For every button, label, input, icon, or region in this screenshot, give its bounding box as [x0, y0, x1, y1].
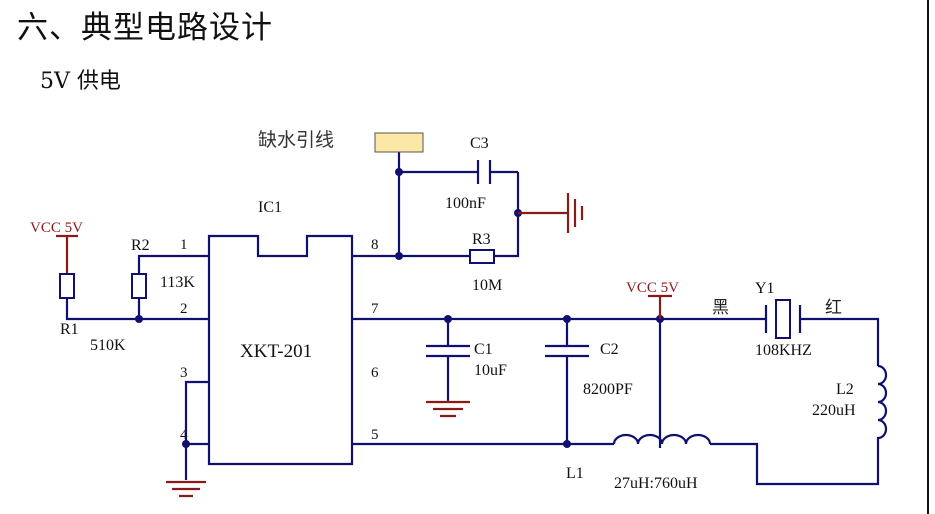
c2-capacitor [545, 319, 589, 444]
y1-crystal-body [775, 299, 791, 339]
slide-title: 六、典型电路设计 [17, 10, 273, 46]
l2-label: L2 [836, 381, 854, 398]
l2-inductor [710, 364, 888, 486]
r2-label: R2 [131, 237, 150, 254]
black-wire-label: 黑 [712, 298, 729, 318]
l1-value: 27uH:760uH [614, 475, 698, 492]
c1-value: 10uF [474, 362, 507, 379]
ic-pin-6: 6 [371, 365, 379, 381]
c2-value: 8200PF [583, 381, 633, 398]
c2-label: C2 [600, 341, 619, 358]
r3-value: 10M [472, 277, 502, 294]
ic-pin-3: 3 [180, 365, 188, 381]
ic-pin-1: 1 [180, 237, 188, 253]
ic-part-label: XKT-201 [240, 341, 312, 362]
slide-edge-line [927, 0, 929, 514]
r2-value: 113K [160, 274, 195, 291]
y1-label: Y1 [755, 280, 775, 297]
ic-pin-8: 8 [371, 237, 379, 253]
c3-value: 100nF [445, 195, 486, 212]
r1-label: R1 [60, 321, 79, 338]
ground-mid-icon [426, 400, 470, 418]
c3-capacitor [476, 160, 492, 184]
ic-pin-7: 7 [371, 301, 379, 317]
pin3-4-wire [184, 380, 209, 480]
ic-pin-5: 5 [371, 427, 379, 443]
r3-label: R3 [472, 231, 491, 248]
ic-body [207, 234, 354, 466]
red-wire-label: 红 [825, 298, 842, 318]
ic-ref-label: IC1 [258, 199, 282, 216]
ground-left-icon [166, 480, 206, 498]
r3-right-wire [494, 172, 520, 258]
water-wire-label: 缺水引线 [258, 129, 334, 151]
c3-top-junction [395, 168, 403, 176]
c1-capacitor [426, 319, 470, 400]
r2-junction [135, 315, 143, 323]
ic-pin-4: 4 [180, 427, 188, 443]
vcc-right-label: VCC 5V [626, 280, 679, 296]
vcc-right-symbol [648, 294, 672, 319]
pin4-junction [182, 440, 190, 448]
vcc-left-label: VCC 5V [30, 220, 83, 236]
slide-subtitle: 5V 供电 [40, 69, 121, 94]
pin5-junction [563, 440, 571, 448]
water-wire-connector [374, 132, 424, 153]
ground-top-icon [566, 193, 584, 233]
ic-pin-2: 2 [180, 301, 188, 317]
l1-label: L1 [566, 465, 584, 482]
l2-value: 220uH [812, 402, 856, 419]
r2-resistor [131, 273, 147, 299]
pin8-junction [395, 252, 403, 260]
vcc-left-symbol [56, 234, 78, 274]
y1-right-wire [800, 317, 880, 366]
r3-resistor [469, 249, 495, 264]
y1-value: 108KHZ [755, 342, 812, 359]
r1-resistor [59, 273, 75, 299]
c1-label: C1 [474, 341, 493, 358]
c3-label: C3 [470, 135, 489, 152]
l1-inductor [612, 433, 712, 445]
r1-wire [65, 298, 209, 321]
r1-value: 510K [90, 337, 126, 354]
